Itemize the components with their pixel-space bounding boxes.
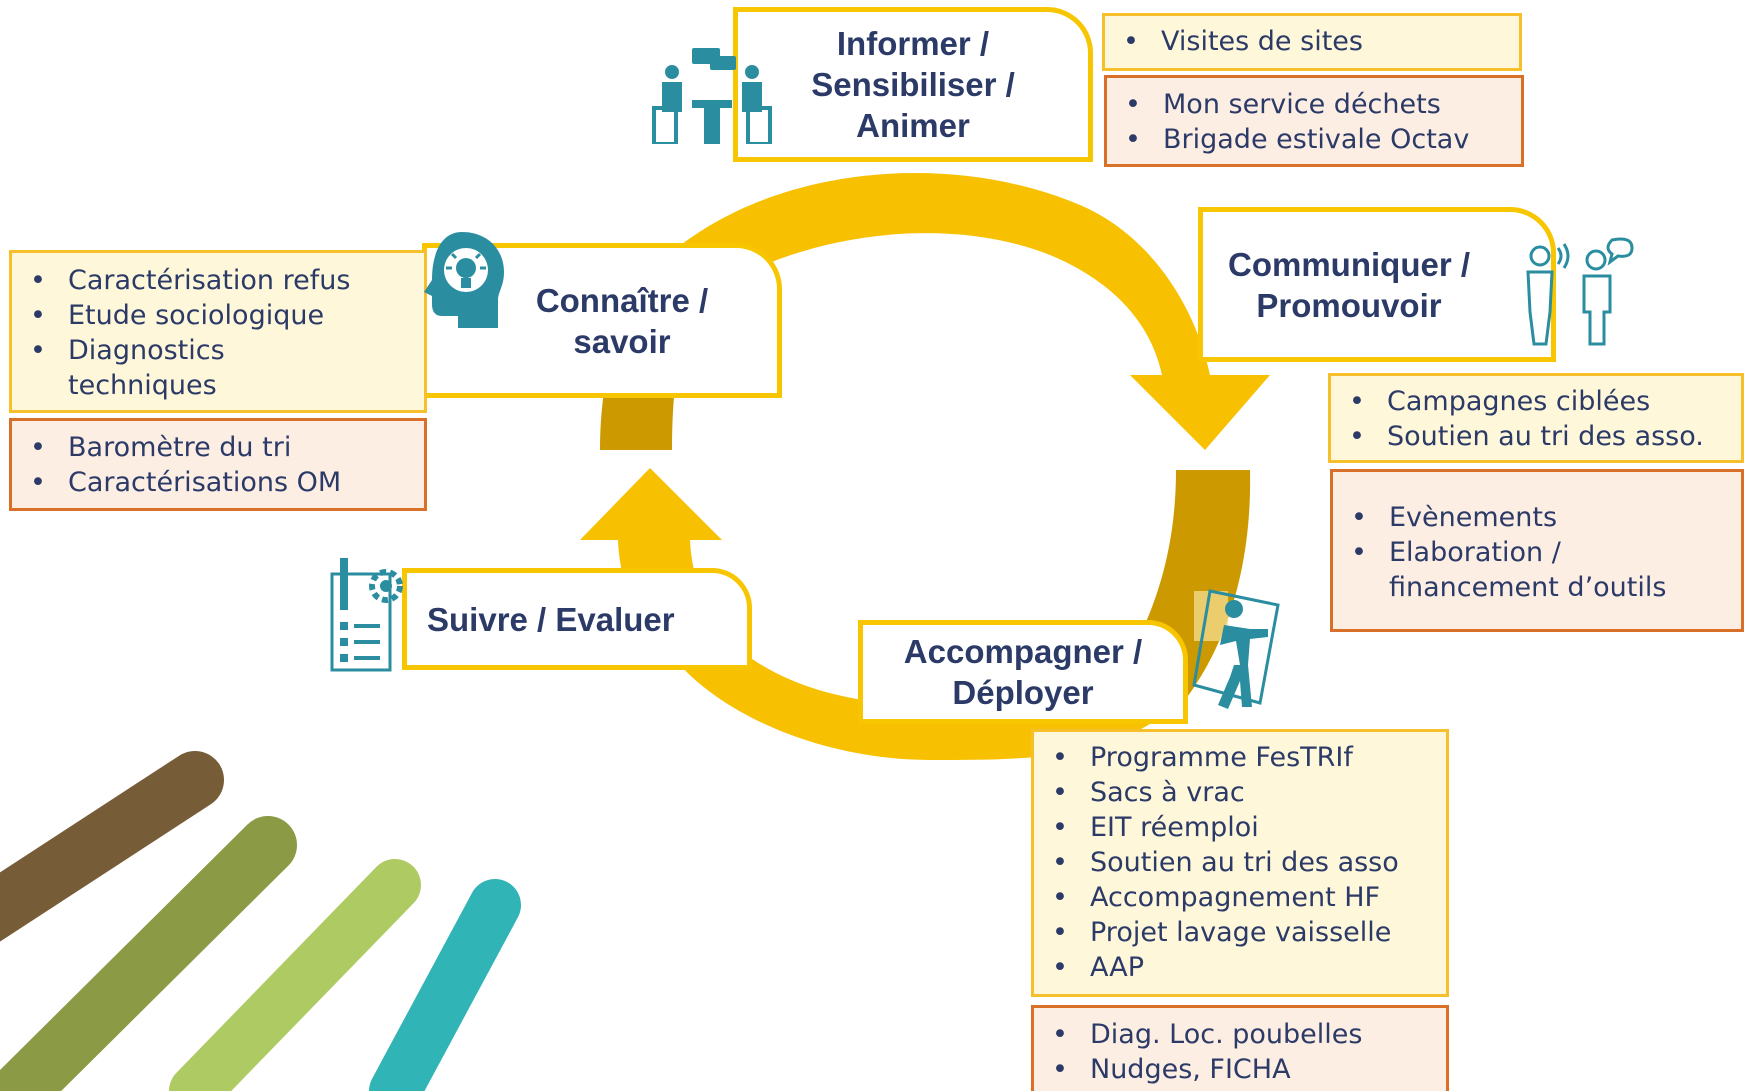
stage-informer-title: Informer / Sensibiliser / Animer — [811, 25, 1015, 144]
stage-accompagner: Accompagner / Déployer — [858, 620, 1188, 724]
stroke-olive — [0, 816, 297, 1091]
list-item: Etude sociologique — [12, 298, 424, 333]
list-item: AAP — [1034, 950, 1446, 985]
stage-communiquer-title: Communiquer / Promouvoir — [1228, 245, 1471, 324]
stage-communiquer: Communiquer / Promouvoir — [1198, 207, 1556, 362]
list-item: Nudges, FICHA — [1034, 1052, 1446, 1087]
list-item: Projet lavage vaisselle — [1034, 915, 1446, 950]
stroke-teal — [369, 879, 521, 1091]
list-item: EIT réemploi — [1034, 810, 1446, 845]
list-item: Soutien au tri des asso. — [1331, 419, 1741, 454]
accompagner-current-list: Programme FesTRIf Sacs à vrac EIT réempl… — [1031, 729, 1449, 997]
list-item: Sacs à vrac — [1034, 775, 1446, 810]
accompagner-planned-list: Diag. Loc. poubelles Nudges, FICHA — [1031, 1005, 1449, 1091]
stroke-brown — [0, 751, 224, 942]
list-item: Campagnes ciblées — [1331, 384, 1741, 419]
meeting-icon — [652, 48, 772, 144]
list-item: Diagnostics techniques — [12, 333, 424, 403]
connaitre-planned-list: Baromètre du tri Caractérisations OM — [9, 418, 427, 511]
list-item: Elaboration / financement d’outils — [1333, 535, 1741, 605]
list-item: Diag. Loc. poubelles — [1034, 1017, 1446, 1052]
stage-informer: Informer / Sensibiliser / Animer — [733, 7, 1093, 162]
list-item: Evènements — [1333, 500, 1741, 535]
speaking-people-icon — [1526, 237, 1634, 346]
list-item: Programme FesTRIf — [1034, 740, 1446, 775]
connaitre-current-list: Caractérisation refus Etude sociologique… — [9, 250, 427, 413]
informer-current-list: Visites de sites — [1102, 13, 1522, 71]
checklist-gear-icon — [330, 558, 403, 672]
stage-suivre: Suivre / Evaluer — [402, 568, 752, 670]
list-item: Visites de sites — [1105, 24, 1519, 59]
stage-connaitre-title: Connaître / savoir — [535, 281, 709, 360]
informer-planned-list: Mon service déchets Brigade estivale Oct… — [1104, 75, 1524, 167]
list-item: Soutien au tri des asso — [1034, 845, 1446, 880]
list-item: Accompagnement HF — [1034, 880, 1446, 915]
stroke-lightgreen — [169, 859, 421, 1091]
stage-accompagner-title: Accompagner / Déployer — [903, 633, 1143, 711]
list-item: Caractérisation refus — [12, 263, 424, 298]
list-item: Brigade estivale Octav — [1107, 122, 1521, 157]
communiquer-planned-list: Evènements Elaboration / financement d’o… — [1330, 469, 1744, 632]
communiquer-current-list: Campagnes ciblées Soutien au tri des ass… — [1328, 373, 1744, 463]
list-item: Caractérisations OM — [12, 465, 424, 500]
head-lightbulb-icon — [424, 232, 504, 328]
list-item: Mon service déchets — [1107, 87, 1521, 122]
stage-suivre-title: Suivre / Evaluer — [427, 600, 675, 638]
person-carrying-panel-icon — [1192, 589, 1280, 709]
list-item: Baromètre du tri — [12, 430, 424, 465]
arrow-top — [665, 173, 1270, 450]
